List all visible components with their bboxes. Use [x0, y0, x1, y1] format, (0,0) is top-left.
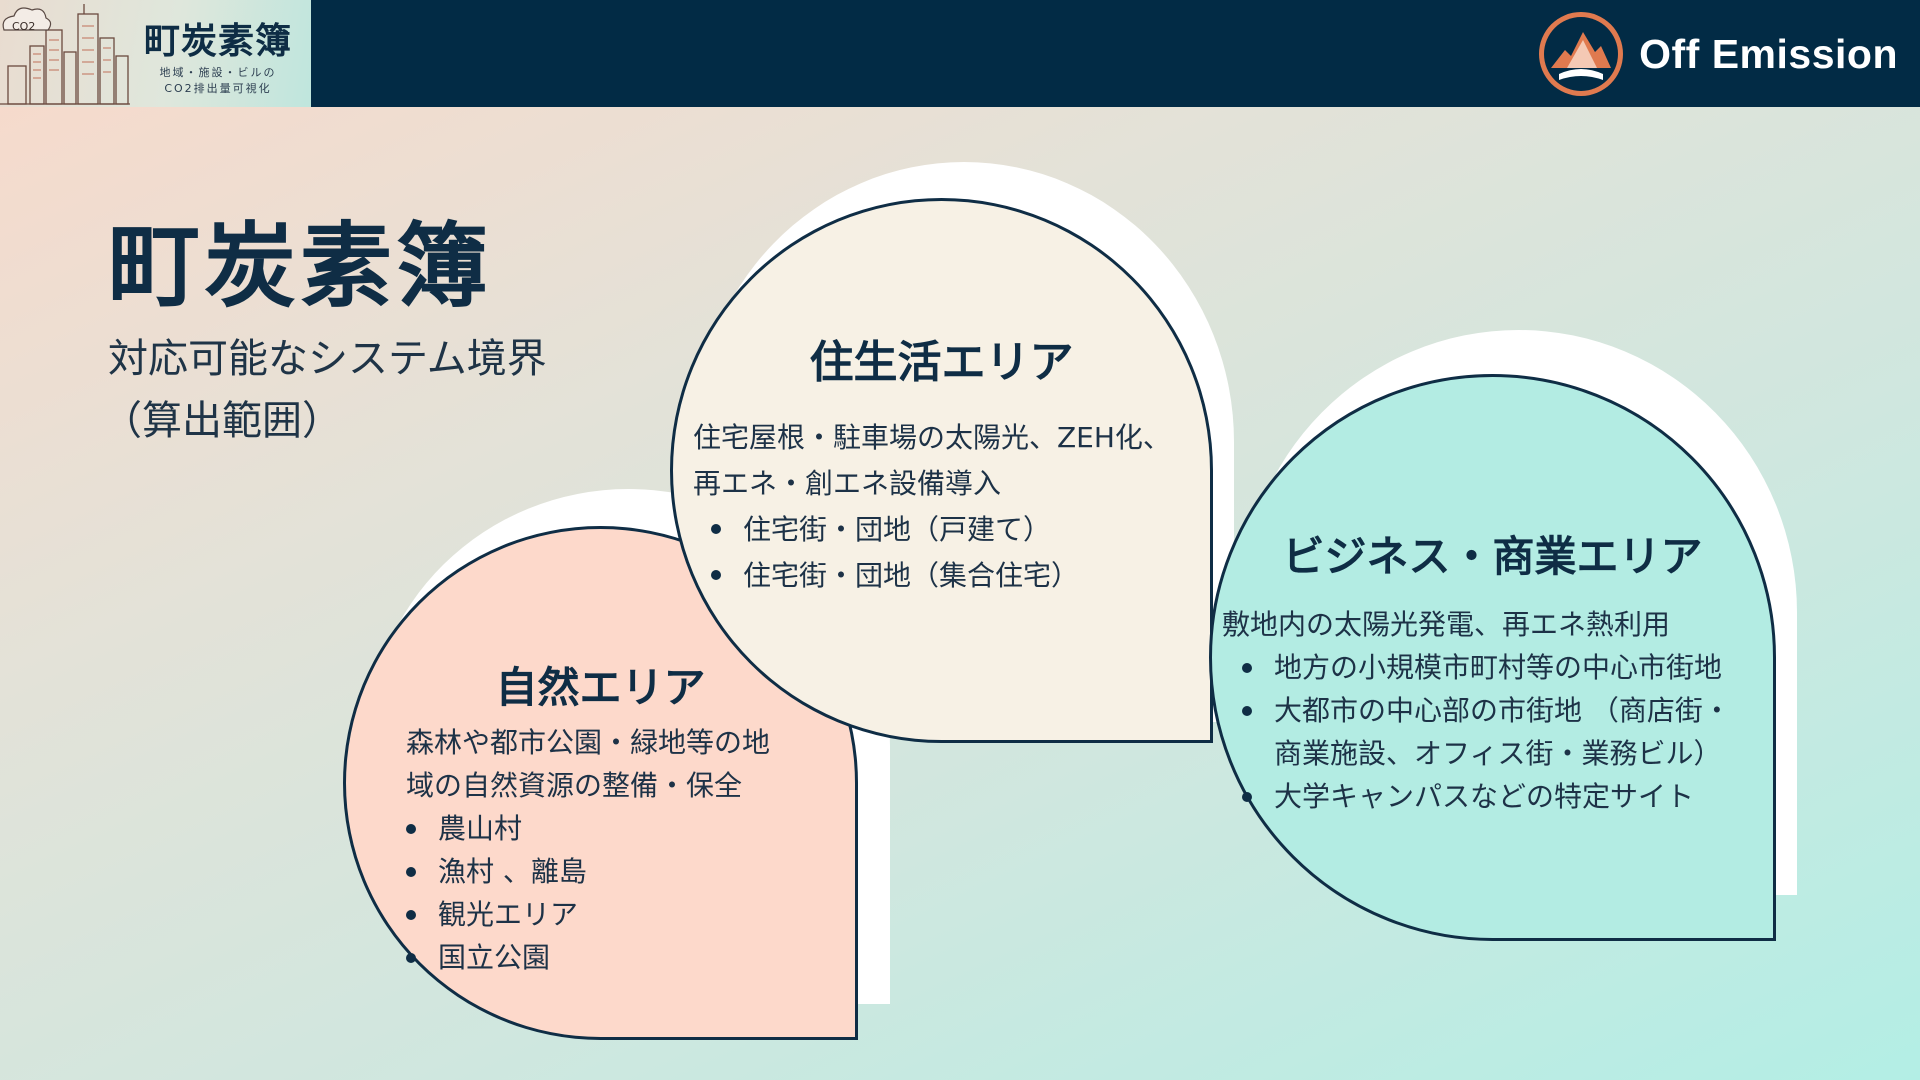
nature-desc-line1: 森林や都市公園・緑地等の地 — [406, 726, 771, 759]
list-item-line1: 大都市の中心部の市街地 （商店街・ — [1274, 694, 1731, 727]
page-title: 町炭素簿 — [108, 213, 493, 320]
business-area-card: ビジネス・商業エリア 敷地内の太陽光発電、再エネ熱利用 地方の小規模市町村等の中… — [1209, 374, 1776, 941]
list-item: 大都市の中心部の市街地 （商店街・ 商業施設、オフィス街・業務ビル） — [1222, 689, 1762, 775]
list-item: 地方の小規模市町村等の中心市街地 — [1222, 646, 1762, 689]
list-item: 観光エリア — [386, 893, 587, 936]
mountain-emblem-icon — [1539, 12, 1624, 96]
app-logo[interactable]: CO2 町炭素簿 地域・施設・ビルの CO2排出量可視化 — [0, 0, 311, 107]
logo-subtitle: 地域・施設・ビルの CO2排出量可視化 — [128, 65, 308, 97]
logo-title: 町炭素簿 — [143, 21, 292, 62]
city-skyline-icon: CO2 — [0, 4, 130, 105]
nature-area-title: 自然エリア — [495, 663, 706, 712]
brand-logo[interactable]: Off Emission — [1537, 12, 1898, 96]
list-item: 住宅街・団地（集合住宅） — [691, 553, 1079, 599]
nature-area-list: 農山村 漁村 、離島 観光エリア 国立公園 — [386, 807, 587, 979]
business-area-title: ビジネス・商業エリア — [1282, 532, 1703, 581]
nature-desc-line2: 域の自然資源の整備・保全 — [406, 769, 743, 802]
living-area-title: 住生活エリア — [809, 337, 1074, 388]
list-item: 大学キャンパスなどの特定サイト — [1222, 775, 1762, 818]
svg-text:CO2: CO2 — [12, 20, 35, 33]
living-desc-line2: 再エネ・創エネ設備導入 — [693, 467, 1002, 500]
business-area-description: 敷地内の太陽光発電、再エネ熱利用 — [1222, 608, 1671, 641]
logo-subtitle-line1: 地域・施設・ビルの — [159, 66, 277, 79]
brand-name: Off Emission — [1639, 30, 1898, 77]
logo-subtitle-line2: CO2排出量可視化 — [164, 82, 272, 95]
page-subtitle: 対応可能なシステム境界 （算出範囲） — [102, 328, 628, 452]
living-desc-line1: 住宅屋根・駐車場の太陽光、ZEH化、 — [693, 421, 1171, 454]
business-area-list: 地方の小規模市町村等の中心市街地 大都市の中心部の市街地 （商店街・ 商業施設、… — [1222, 646, 1762, 818]
list-item: 農山村 — [386, 807, 587, 850]
list-item: 国立公園 — [386, 936, 587, 979]
living-area-card: 住生活エリア 住宅屋根・駐車場の太陽光、ZEH化、 再エネ・創エネ設備導入 住宅… — [670, 198, 1213, 743]
list-item: 漁村 、離島 — [386, 850, 587, 893]
living-area-description: 住宅屋根・駐車場の太陽光、ZEH化、 再エネ・創エネ設備導入 — [693, 415, 1213, 507]
list-item-line2: 商業施設、オフィス街・業務ビル） — [1274, 737, 1722, 770]
top-header-bar: CO2 町炭素簿 地域・施設・ビルの CO2排出量可視化 Off Emissio… — [0, 0, 1920, 107]
nature-area-description: 森林や都市公園・緑地等の地 域の自然資源の整備・保全 — [406, 721, 806, 807]
living-area-list: 住宅街・団地（戸建て） 住宅街・団地（集合住宅） — [691, 507, 1079, 599]
subtitle-line1: 対応可能なシステム境界 — [108, 336, 547, 382]
subtitle-line2: （算出範囲） — [102, 398, 342, 444]
list-item: 住宅街・団地（戸建て） — [691, 507, 1079, 553]
